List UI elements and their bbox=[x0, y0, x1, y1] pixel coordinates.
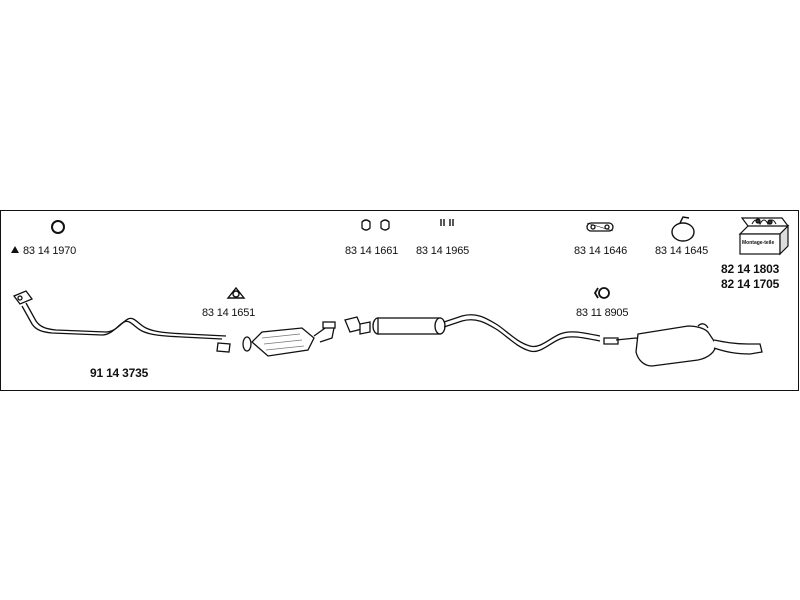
label-clip: 83 11 8905 bbox=[576, 307, 629, 319]
middle-pipe-part bbox=[344, 314, 601, 353]
label-kit-a: 82 14 1803 bbox=[721, 262, 780, 276]
front-pipe-part bbox=[12, 290, 231, 353]
label-hanger-b: 83 14 1645 bbox=[655, 245, 709, 257]
hanger-a-icon bbox=[586, 222, 614, 232]
clamps-icon bbox=[361, 219, 390, 231]
gasket-icon bbox=[226, 286, 246, 299]
label-clamps: 83 14 1661 bbox=[345, 245, 399, 257]
mounting-kit-box-icon bbox=[738, 217, 790, 256]
label-front-pipe: 91 14 3735 bbox=[90, 366, 149, 380]
catalytic-converter-part bbox=[242, 321, 336, 357]
label-hanger-a: 83 14 1646 bbox=[574, 245, 628, 257]
label-kit-b: 82 14 1705 bbox=[721, 277, 780, 291]
oring-icon bbox=[51, 220, 65, 234]
label-bolts: 83 14 1965 bbox=[416, 245, 470, 257]
mounting-kit-box-label: Montage-teile bbox=[742, 240, 775, 246]
warning-triangle-icon bbox=[11, 246, 19, 253]
bolts-icon bbox=[440, 219, 454, 226]
hanger-b-icon bbox=[671, 216, 695, 242]
clip-icon bbox=[593, 287, 610, 299]
label-gasket: 83 14 1651 bbox=[202, 307, 256, 319]
diagram-frame bbox=[0, 210, 799, 391]
label-oring: 83 14 1970 bbox=[23, 245, 77, 257]
rear-silencer-part bbox=[603, 323, 763, 367]
